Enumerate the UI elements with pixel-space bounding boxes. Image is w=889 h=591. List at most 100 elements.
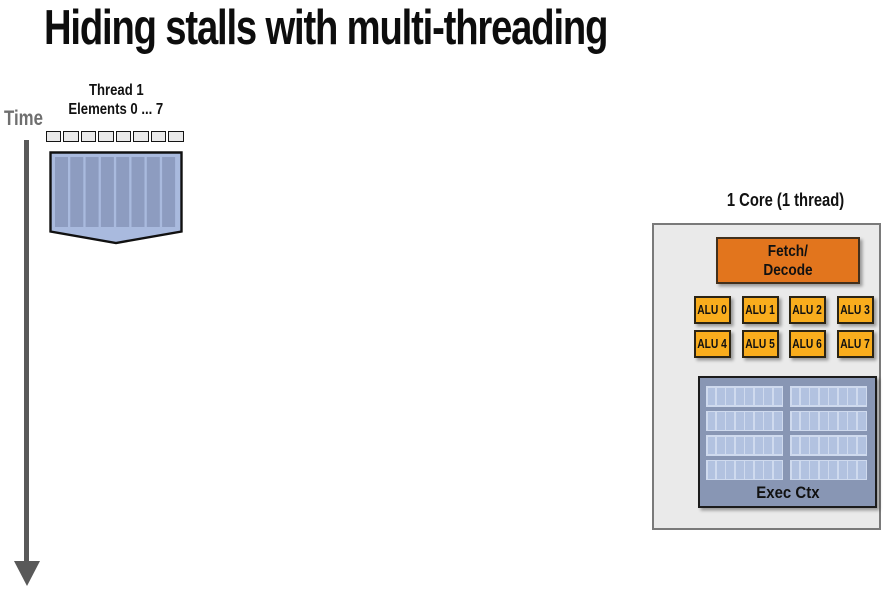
ctx-cell: [773, 461, 782, 479]
thread-banner: [49, 151, 183, 245]
ctx-cell: [800, 461, 809, 479]
ctx-strip: [706, 386, 783, 407]
element-square: [46, 131, 62, 142]
ctx-cell: [848, 387, 857, 405]
ctx-cell: [829, 387, 838, 405]
alu-box: ALU 4: [694, 330, 731, 358]
ctx-cell: [848, 412, 857, 430]
ctx-strip: [790, 435, 867, 456]
fetch-decode-line2: Decode: [763, 261, 813, 279]
ctx-cell: [857, 412, 866, 430]
ctx-cell: [819, 436, 828, 454]
ctx-cell: [791, 461, 800, 479]
ctx-cell: [838, 436, 847, 454]
element-square: [168, 131, 184, 142]
banner-stripe: [85, 157, 99, 227]
ctx-cell: [829, 461, 838, 479]
ctx-cell: [838, 461, 847, 479]
ctx-cell: [735, 387, 744, 405]
alu-box: ALU 0: [694, 296, 731, 324]
ctx-cell: [754, 387, 763, 405]
ctx-strip: [790, 459, 867, 480]
ctx-cell: [726, 461, 735, 479]
element-square: [150, 131, 167, 142]
ctx-cell: [716, 387, 725, 405]
ctx-cell: [745, 436, 754, 454]
ctx-cell: [848, 461, 857, 479]
ctx-cell: [848, 436, 857, 454]
banner-stripe: [116, 157, 130, 227]
ctx-cell: [735, 412, 744, 430]
ctx-strip: [706, 435, 783, 456]
alu-label: ALU 3: [840, 303, 870, 317]
ctx-cell: [773, 412, 782, 430]
ctx-cell: [773, 387, 782, 405]
banner-stripe: [162, 157, 176, 227]
ctx-cell: [800, 436, 809, 454]
exec-ctx-label: Exec Ctx: [755, 483, 820, 502]
ctx-cell: [810, 436, 819, 454]
ctx-cell: [829, 412, 838, 430]
alu-box: ALU 5: [741, 330, 779, 358]
ctx-strip: [706, 410, 783, 431]
ctx-cell: [716, 436, 725, 454]
ctx-grid: [706, 386, 867, 480]
alu-label: ALU 4: [697, 337, 728, 351]
alu-label: ALU 6: [792, 337, 823, 351]
thread-elements-label: Elements 0 ... 7: [68, 101, 164, 118]
page-title-text: Hiding stalls with multi-threading: [44, 1, 608, 55]
ctx-cell: [745, 412, 754, 430]
banner-stripe: [55, 157, 68, 227]
ctx-strip: [790, 410, 867, 431]
banner-stripe: [70, 157, 84, 227]
thread-title: Thread 1: [88, 82, 144, 99]
banner-shape: [49, 151, 183, 245]
alu-box: ALU 7: [836, 330, 874, 358]
ctx-cell: [764, 461, 773, 479]
ctx-cell: [754, 412, 763, 430]
ctx-cell: [754, 461, 763, 479]
ctx-cell: [726, 412, 735, 430]
element-square: [115, 131, 132, 142]
ctx-cell: [726, 436, 735, 454]
ctx-cell: [764, 412, 773, 430]
ctx-cell: [726, 387, 735, 405]
ctx-cell: [791, 412, 800, 430]
element-square: [63, 131, 79, 142]
ctx-cell: [857, 436, 866, 454]
alu-box: ALU 1: [741, 296, 779, 324]
thread-header: Thread 1 Elements 0 ... 7: [16, 81, 216, 119]
ctx-cell: [764, 436, 773, 454]
ctx-cell: [735, 461, 744, 479]
alu-label: ALU 0: [697, 303, 728, 317]
alu-label: ALU 5: [745, 337, 775, 351]
alu-box: ALU 3: [836, 296, 874, 324]
alu-label: ALU 7: [840, 337, 870, 351]
exec-ctx-box: Exec Ctx: [698, 376, 877, 508]
ctx-cell: [819, 461, 828, 479]
ctx-cell: [754, 436, 763, 454]
ctx-strip: [706, 459, 783, 480]
ctx-cell: [764, 387, 773, 405]
fetch-decode-box: Fetch/ Decode: [716, 237, 860, 284]
ctx-cell: [745, 387, 754, 405]
ctx-cell: [716, 461, 725, 479]
ctx-cell: [810, 461, 819, 479]
ctx-cell: [857, 461, 866, 479]
ctx-cell: [838, 387, 847, 405]
ctx-cell: [773, 436, 782, 454]
ctx-cell: [810, 412, 819, 430]
element-square: [80, 131, 97, 142]
ctx-cell: [716, 412, 725, 430]
ctx-cell: [791, 436, 800, 454]
ctx-cell: [800, 412, 809, 430]
ctx-cell: [745, 461, 754, 479]
core-title: 1 Core (1 thread): [727, 190, 845, 210]
alu-box: ALU 2: [789, 296, 826, 324]
time-arrow-line: [23, 140, 29, 562]
element-squares-row: [46, 131, 184, 142]
alu-box: ALU 6: [789, 330, 826, 358]
ctx-cell: [707, 387, 716, 405]
banner-stripe: [131, 157, 145, 227]
